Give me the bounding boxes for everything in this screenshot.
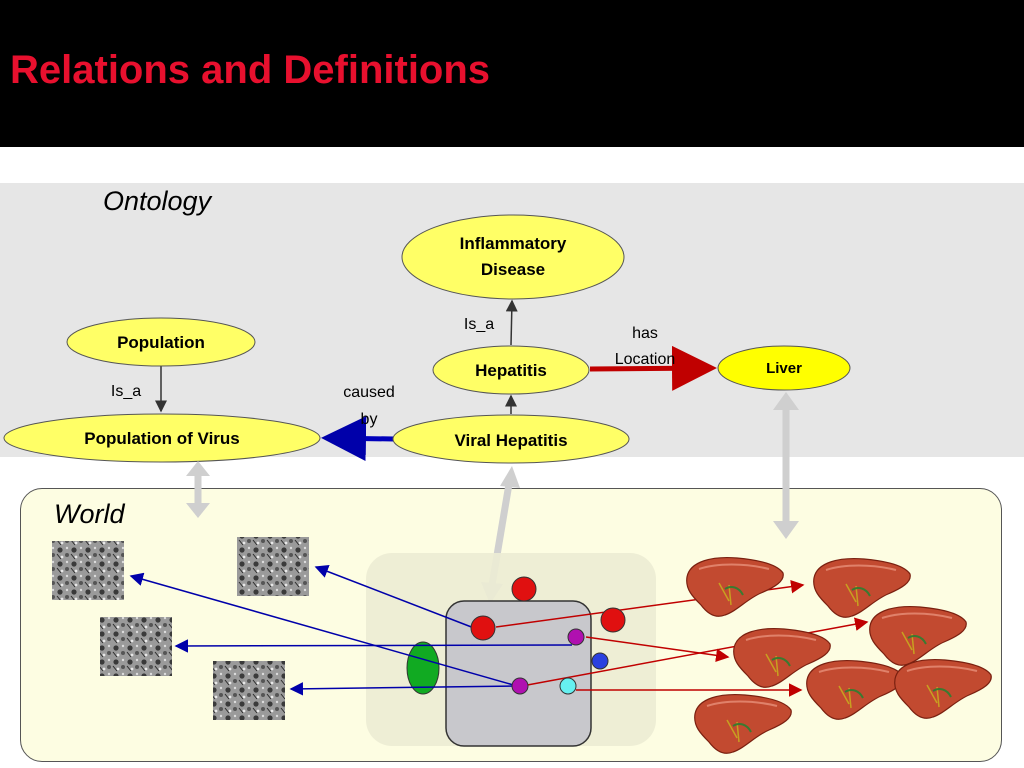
liver-organ-icon <box>893 658 993 720</box>
red-particle <box>470 615 496 641</box>
link-arrow-population <box>186 461 210 518</box>
is-a-hepatitis-to-inflammatory <box>505 299 518 346</box>
liver-organ-icon <box>805 659 905 721</box>
node-population: Population <box>66 317 256 367</box>
instance-arrow-blue <box>289 682 516 696</box>
virus-micrograph-icon <box>100 617 172 676</box>
ontology-label: Ontology <box>103 186 212 216</box>
liver-organ-icon <box>685 556 785 618</box>
node-inflammatory-label-line2: Disease <box>481 260 545 279</box>
node-viral-hepatitis: Viral Hepatitis <box>392 414 630 464</box>
node-population-of-virus-label: Population of Virus <box>84 429 240 448</box>
caused-by-label-line1: caused <box>343 384 395 401</box>
liver-organ-icon <box>693 693 793 755</box>
has-location-arrow <box>589 345 717 391</box>
virus-micrograph-icon <box>52 541 124 600</box>
node-liver-label: Liver <box>766 360 802 377</box>
cell-body <box>445 600 592 747</box>
node-population-label: Population <box>117 333 205 352</box>
liver-organ-icon <box>868 605 968 667</box>
slide-title: Relations and Definitions <box>10 48 491 92</box>
is-a-label-upper: Is_a <box>464 316 494 333</box>
node-hepatitis: Hepatitis <box>432 345 590 395</box>
instance-arrow-blue <box>314 565 475 629</box>
virus-micrograph-icon <box>237 537 309 596</box>
is-a-label-left: Is_a <box>111 383 141 400</box>
node-hepatitis-label: Hepatitis <box>475 361 547 380</box>
instance-arrow-blue <box>129 572 518 687</box>
world-label: World <box>54 499 125 529</box>
cyan-particle <box>559 677 577 695</box>
has-location-label-line2: Location <box>615 351 676 368</box>
title-bar: Relations and Definitions <box>0 0 1024 147</box>
blue-particle <box>591 652 609 670</box>
node-inflammatory-disease: Inflammatory Disease <box>401 214 625 300</box>
red-particle <box>600 607 626 633</box>
node-liver: Liver <box>717 345 851 391</box>
caused-by-label-line2: by <box>361 411 378 428</box>
instance-arrow-red <box>585 636 730 663</box>
node-population-of-virus: Population of Virus <box>3 413 321 463</box>
magenta-particle <box>511 677 529 695</box>
magenta-particle <box>567 628 585 646</box>
link-arrow-liver <box>773 392 799 539</box>
caused-by-arrow <box>321 416 395 462</box>
has-location-label-line1: has <box>632 325 658 342</box>
node-inflammatory-label-line1: Inflammatory <box>460 234 567 253</box>
green-organelle <box>406 641 440 695</box>
node-viral-hepatitis-label: Viral Hepatitis <box>454 431 567 450</box>
virus-micrograph-icon <box>213 661 285 720</box>
red-particle <box>511 576 537 602</box>
